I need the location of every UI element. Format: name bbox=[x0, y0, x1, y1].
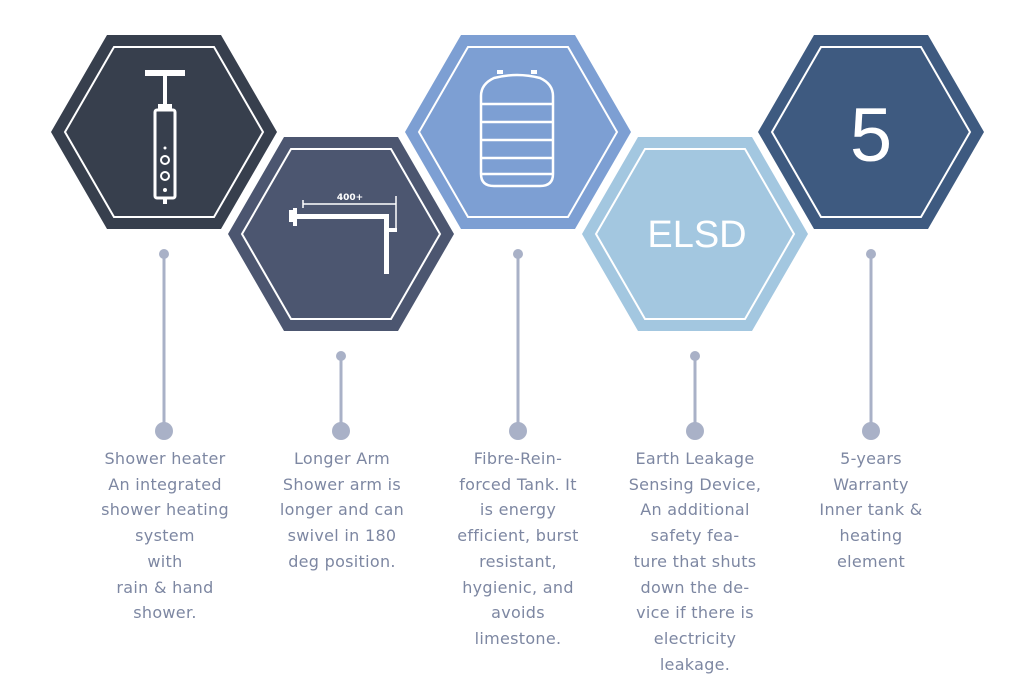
caption-line: An integrated bbox=[108, 474, 222, 494]
hexagon-inner-outline bbox=[240, 148, 442, 320]
hexagon-outer bbox=[758, 35, 984, 229]
caption-line: limestone. bbox=[474, 628, 562, 648]
caption-line: shower heating bbox=[101, 500, 229, 520]
caption-line: is energy bbox=[479, 500, 557, 520]
water-tank-icon bbox=[479, 70, 555, 188]
caption-line: Longer Arm bbox=[293, 449, 391, 468]
caption-line: Warranty bbox=[833, 474, 909, 494]
shower-heater-icon bbox=[145, 70, 185, 204]
caption-line: down the de- bbox=[640, 577, 750, 597]
elsd-text-icon: ELSD bbox=[647, 214, 746, 256]
hexagon-elsd: ELSD bbox=[582, 137, 808, 331]
caption-line: shower. bbox=[133, 603, 197, 623]
caption-line: vice if there is bbox=[636, 603, 754, 623]
connector-bottom-dot bbox=[332, 422, 350, 440]
connector-bottom-dot bbox=[862, 422, 880, 440]
caption-line: An additional bbox=[640, 500, 750, 520]
caption-line: Shower arm is bbox=[282, 474, 402, 494]
caption-line: system bbox=[135, 526, 195, 546]
hexagon-inner-outline bbox=[770, 46, 972, 218]
hexagon-inner-outline bbox=[63, 46, 265, 218]
hexagon-outer bbox=[51, 35, 277, 229]
caption-line: leakage. bbox=[659, 654, 731, 674]
connector-bottom-dot bbox=[155, 422, 173, 440]
caption-line: forced Tank. It bbox=[459, 474, 577, 494]
caption-line: ture that shuts bbox=[633, 551, 757, 571]
hexagon-inner-outline bbox=[594, 148, 796, 320]
caption-tank: Fibre-Rein- forced Tank. It is energy ef… bbox=[433, 446, 603, 652]
caption-line: with bbox=[147, 551, 183, 571]
caption-shower-heater: Shower heater An integrated shower heati… bbox=[80, 446, 250, 626]
hexagon-outer bbox=[582, 137, 808, 331]
connector-bottom-dot bbox=[686, 422, 704, 440]
hexagon-inner-outline bbox=[417, 46, 619, 218]
five-years-icon: 5 bbox=[850, 93, 892, 178]
caption-line: 5-years bbox=[840, 449, 902, 468]
hexagon-outer bbox=[405, 35, 631, 229]
caption-line: Sensing Device, bbox=[628, 474, 762, 494]
hexagon-warranty: 5 bbox=[758, 35, 984, 229]
connector-bottom-dot bbox=[509, 422, 527, 440]
caption-line: heating bbox=[839, 526, 903, 546]
connector-1 bbox=[155, 249, 173, 440]
caption-line: electricity bbox=[653, 628, 737, 648]
caption-line: safety fea- bbox=[650, 526, 740, 546]
connector-5 bbox=[862, 249, 880, 440]
hexagon-shower-heater bbox=[51, 35, 277, 229]
caption-line: hygienic, and bbox=[462, 577, 574, 597]
shower-arm-icon: 400+ bbox=[289, 193, 397, 274]
caption-line: deg position. bbox=[288, 551, 396, 571]
hexagon-tank bbox=[405, 35, 631, 229]
caption-line: element bbox=[836, 551, 906, 571]
caption-longer-arm: Longer Arm Shower arm is longer and can … bbox=[257, 446, 427, 575]
caption-line: Fibre-Rein- bbox=[473, 449, 563, 468]
caption-line: avoids bbox=[491, 603, 545, 623]
connector-2 bbox=[332, 351, 350, 440]
caption-line: resistant, bbox=[479, 551, 557, 571]
hexagon-outer bbox=[228, 137, 454, 331]
caption-line: Earth Leakage bbox=[635, 449, 755, 468]
hexagon-longer-arm: 400+ bbox=[228, 137, 454, 331]
caption-line: efficient, burst bbox=[457, 526, 579, 546]
dimension-label: 400+ bbox=[337, 193, 363, 203]
caption-line: swivel in 180 bbox=[287, 526, 397, 546]
caption-warranty: 5-years Warranty Inner tank & heating el… bbox=[786, 446, 956, 575]
caption-line: rain & hand bbox=[116, 577, 214, 597]
caption-line: Shower heater bbox=[104, 449, 226, 468]
connector-4 bbox=[686, 351, 704, 440]
caption-elsd: Earth Leakage Sensing Device, An additio… bbox=[610, 446, 780, 677]
caption-line: Inner tank & bbox=[819, 500, 923, 520]
connector-3 bbox=[509, 249, 527, 440]
caption-line: longer and can bbox=[279, 500, 405, 520]
